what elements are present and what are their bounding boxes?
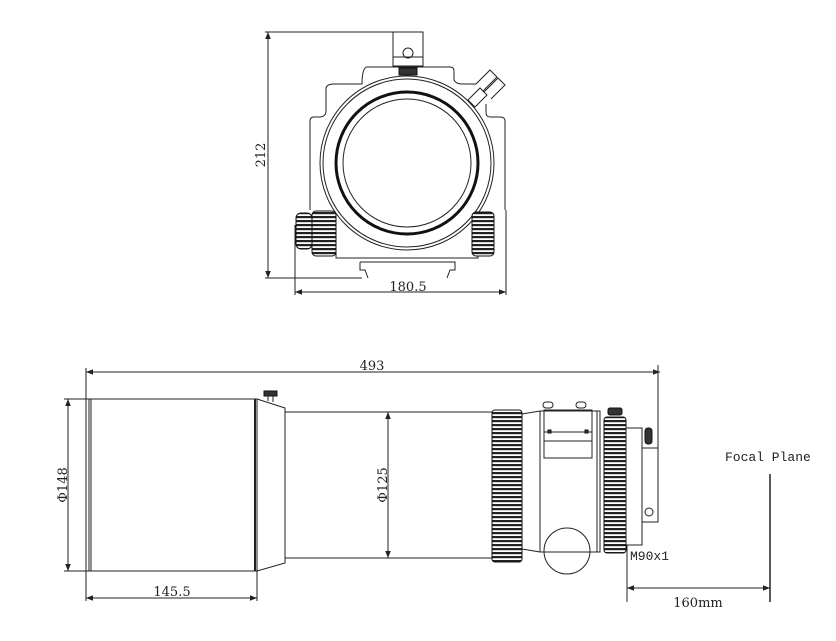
- focus-knob: [543, 527, 591, 575]
- top-handle: [392, 31, 424, 67]
- dovetail-base: [359, 261, 456, 279]
- back-focus-dimension: 160mm: [626, 545, 770, 611]
- height-dimension: 212: [254, 31, 422, 279]
- len145-label: 145.5: [153, 585, 190, 600]
- back-focus-label: 160mm: [673, 596, 722, 611]
- length-dimension: 493: [85, 359, 660, 448]
- focuser-body-front: [295, 31, 506, 279]
- dew-shield: [85, 390, 286, 572]
- dia125-dimension: Φ125: [376, 412, 391, 558]
- dia148-label: Φ148: [56, 467, 71, 502]
- dia148-dimension: Φ148: [56, 398, 86, 572]
- height-dim-label: 212: [254, 143, 269, 168]
- focuser-side: [491, 401, 659, 575]
- finder-tubes: [467, 69, 506, 108]
- focus-ring: [491, 409, 523, 563]
- width-dim-label: 180.5: [389, 280, 426, 295]
- top-lock-knob: [398, 67, 418, 76]
- dia125-label: Φ125: [376, 467, 391, 502]
- front-view: 212 180.5: [254, 31, 507, 295]
- focal-plane-label: Focal Plane: [725, 450, 811, 465]
- side-view: 493 Φ148 145.5 Φ125: [56, 359, 811, 611]
- left-focus-knob-outer: [295, 212, 313, 250]
- len145-dimension: 145.5: [85, 571, 258, 601]
- rotator-ring: [603, 416, 627, 554]
- right-focus-knob: [471, 211, 495, 257]
- length-dim-label: 493: [360, 359, 385, 374]
- thread-label: M90x1: [630, 549, 669, 564]
- finder-shoe: [543, 409, 593, 459]
- left-focus-knob: [311, 210, 337, 257]
- width-dimension: 180.5: [294, 210, 507, 295]
